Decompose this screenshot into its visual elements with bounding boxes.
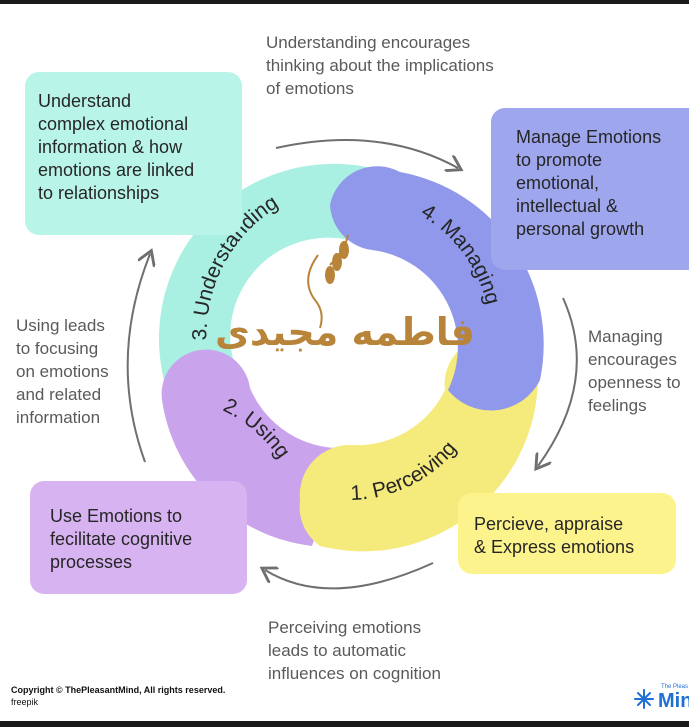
brand-tagline: The Pleas — [661, 684, 689, 690]
top-border — [0, 0, 689, 4]
bottom-border — [0, 721, 689, 727]
use-box: Use Emotions to fecilitate cognitive pro… — [30, 481, 247, 594]
credit-text: freepik — [11, 697, 39, 707]
brand-logo-icon — [634, 689, 654, 709]
arrow-right — [538, 297, 578, 466]
note-managing-to-perceiving: Managing encourages openness to feelings — [588, 327, 681, 415]
note-understanding-to-managing: Understanding encourages thinking about … — [266, 33, 494, 98]
understand-box: Understand complex emotional information… — [25, 72, 242, 235]
segment-managing — [330, 166, 544, 411]
segment-using — [161, 349, 345, 546]
arrow-bottom — [265, 562, 434, 590]
brand-name: Min — [658, 690, 689, 712]
arrow-top — [275, 138, 458, 168]
watermark-leaf-icon — [307, 234, 349, 329]
copyright-text: Copyright © ThePleasantMind, All rights … — [11, 685, 226, 695]
perceive-box: Percieve, appraise & Express emotions — [458, 493, 676, 574]
manage-box: Manage Emotions to promote emotional, in… — [491, 108, 689, 270]
arrow-left — [126, 254, 150, 463]
note-using-to-understanding: Using leads to focusing on emotions and … — [16, 316, 109, 427]
note-perceiving-to-using: Perceiving emotions leads to automatic i… — [268, 618, 441, 683]
watermark-text: فاطمه مجیدی — [215, 310, 475, 354]
